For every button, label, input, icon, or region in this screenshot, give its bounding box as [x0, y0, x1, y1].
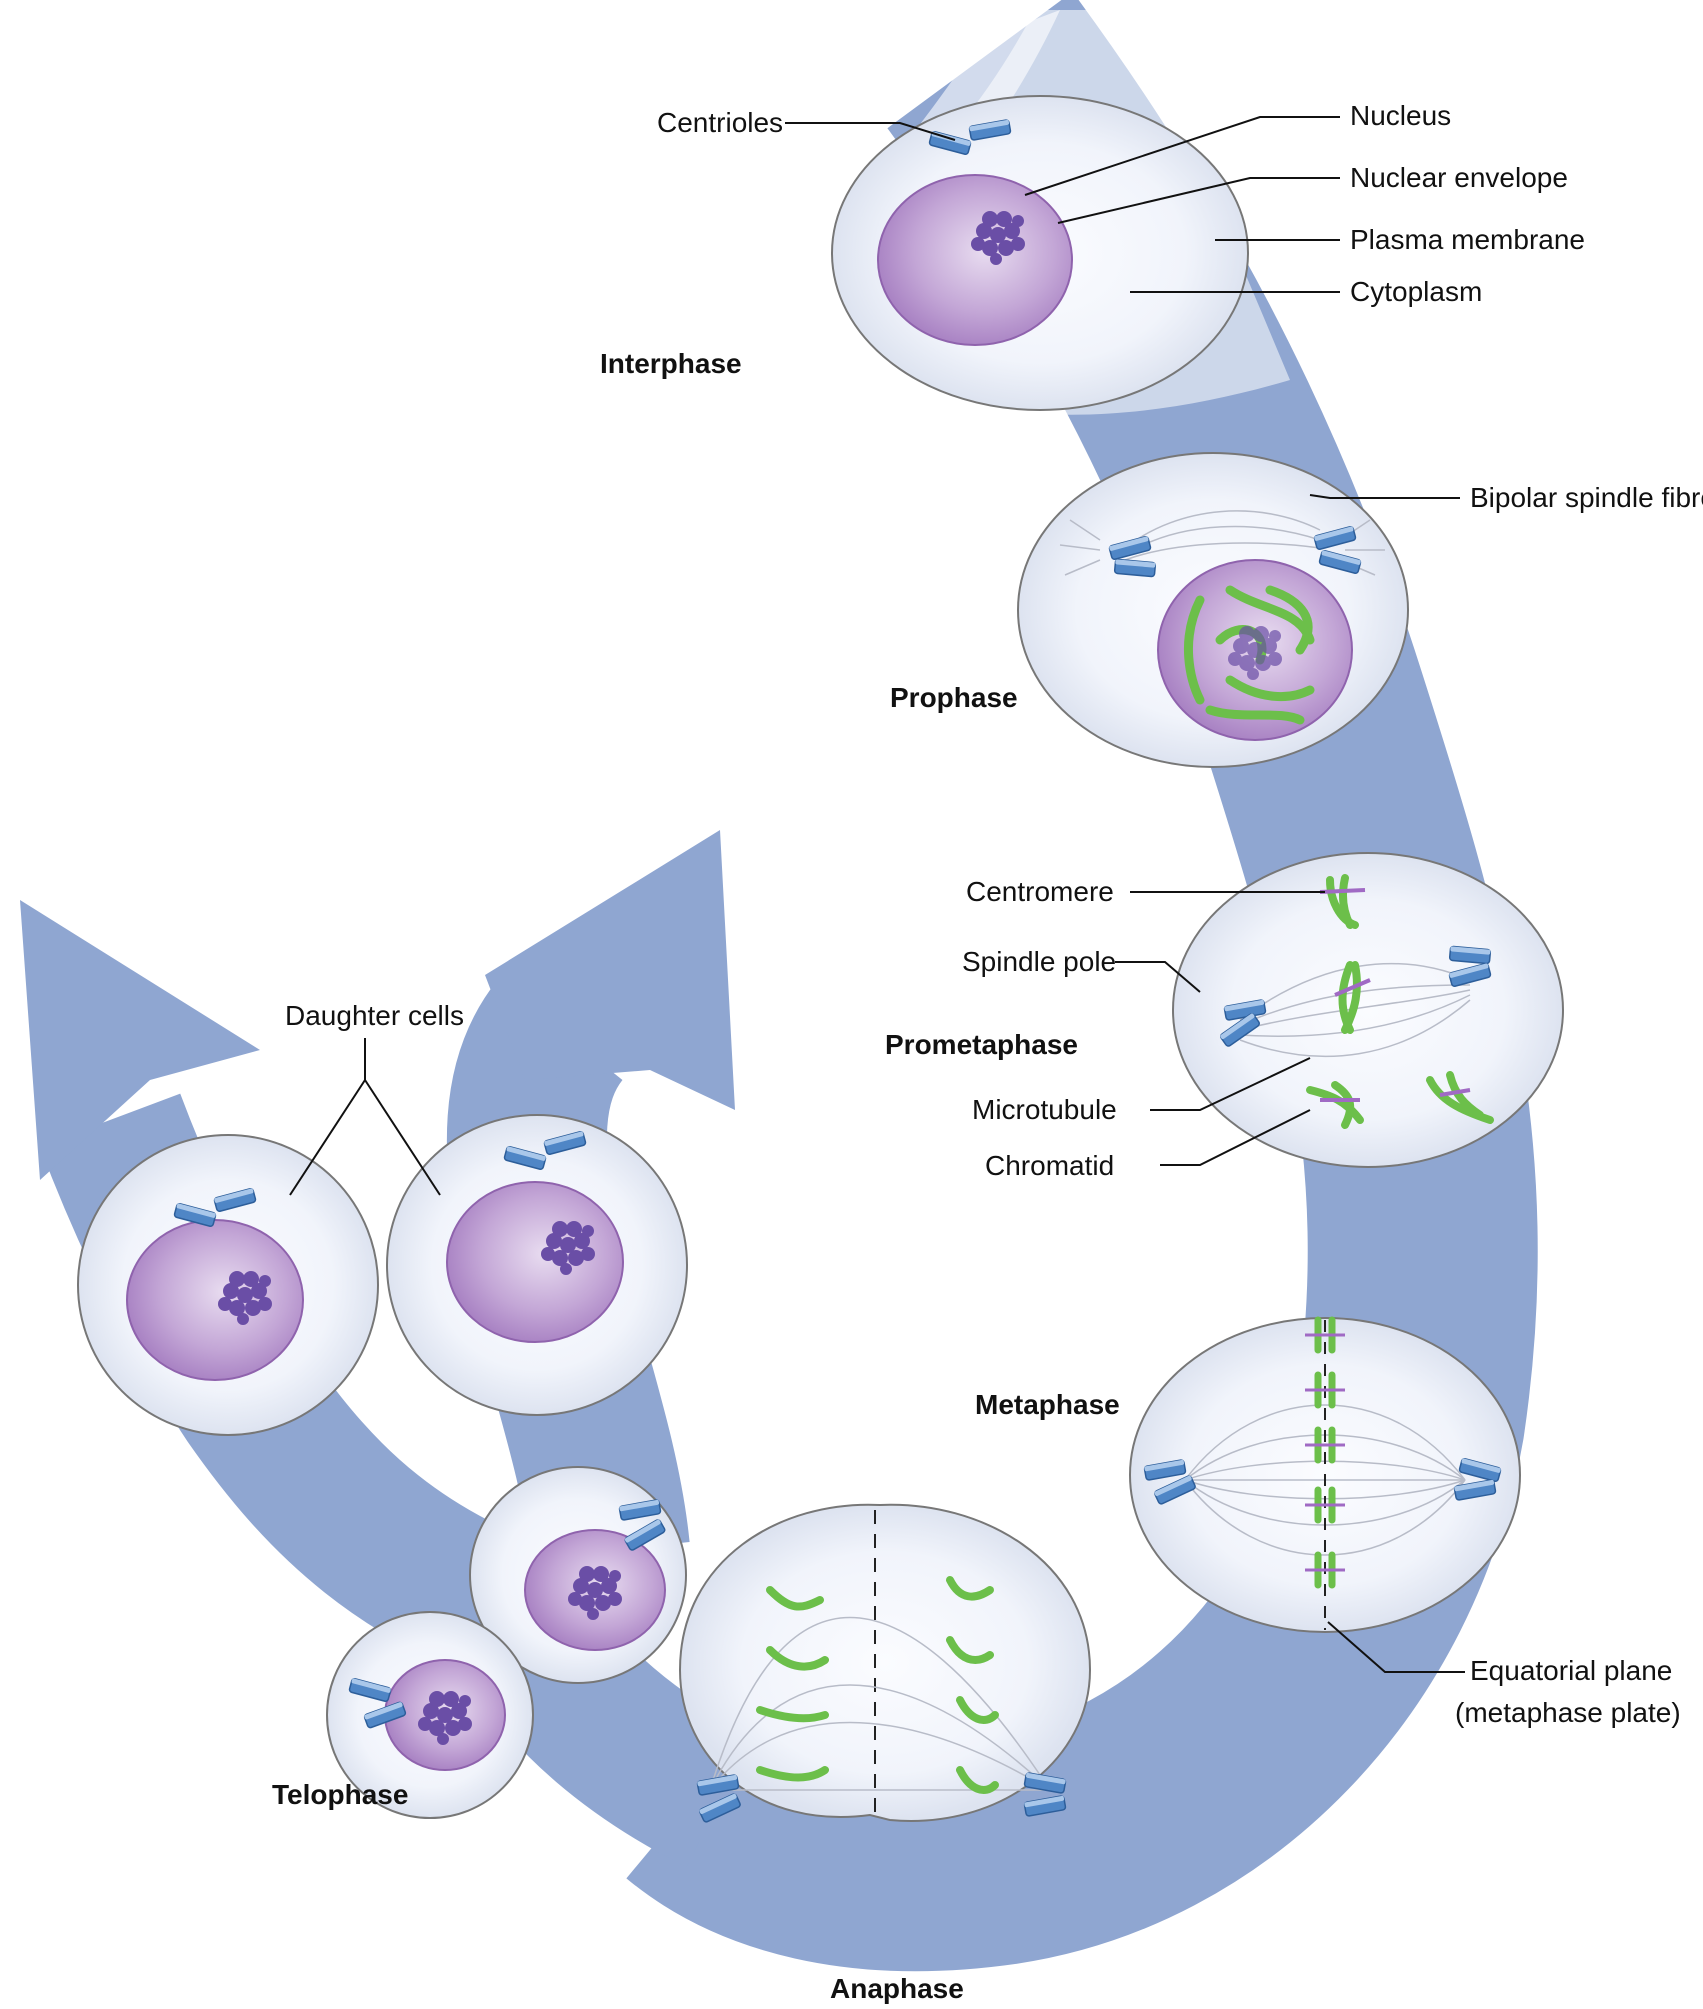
metaphase-cell — [1129, 1316, 1521, 1633]
separating-chromatids — [756, 1576, 999, 1794]
interphase-nucleus — [877, 174, 1073, 346]
anaphase-label: Anaphase — [830, 1973, 964, 2004]
metaphase-label: Metaphase — [975, 1389, 1120, 1420]
chromatid-label: Chromatid — [985, 1150, 1114, 1181]
interphase-label: Interphase — [600, 348, 742, 379]
daughter-cells — [77, 1114, 688, 1436]
equatorial-plane-label: Equatorial plane — [1470, 1655, 1672, 1686]
prophase-cell — [1017, 452, 1409, 768]
plasma-membrane-label: Plasma membrane — [1350, 224, 1585, 255]
prometaphase-label: Prometaphase — [885, 1029, 1078, 1060]
prophase-label: Prophase — [890, 682, 1018, 713]
centrioles-label: Centrioles — [657, 107, 783, 138]
anaphase-cell — [678, 1503, 1092, 1824]
microtubule-label: Microtubule — [972, 1094, 1117, 1125]
nucleus-label: Nucleus — [1350, 100, 1451, 131]
nuclear-envelope-label: Nuclear envelope — [1350, 162, 1568, 193]
leader-lines — [289, 116, 1465, 1673]
centriole-icon — [1113, 558, 1157, 578]
labels: Centrioles Nucleus Nuclear envelope Plas… — [272, 100, 1703, 2004]
centromeres — [1319, 888, 1471, 1102]
interphase-cell — [831, 95, 1249, 411]
centromere-label: Centromere — [966, 876, 1114, 907]
centromeres — [1305, 1333, 1345, 1572]
centriole-icon — [1448, 945, 1492, 965]
bipolar-spindle-fibre-label: Bipolar spindle fibre — [1470, 482, 1703, 513]
telophase-cells — [326, 1466, 687, 1819]
cytoplasm-label: Cytoplasm — [1350, 276, 1482, 307]
condensing-chromosomes — [1184, 585, 1315, 725]
spindle-pole-label: Spindle pole — [962, 946, 1116, 977]
telophase-label: Telophase — [272, 1779, 408, 1810]
prometaphase-cell — [1172, 852, 1564, 1168]
daughter-cells-label: Daughter cells — [285, 1000, 464, 1031]
metaphase-plate-label: (metaphase plate) — [1455, 1697, 1681, 1728]
